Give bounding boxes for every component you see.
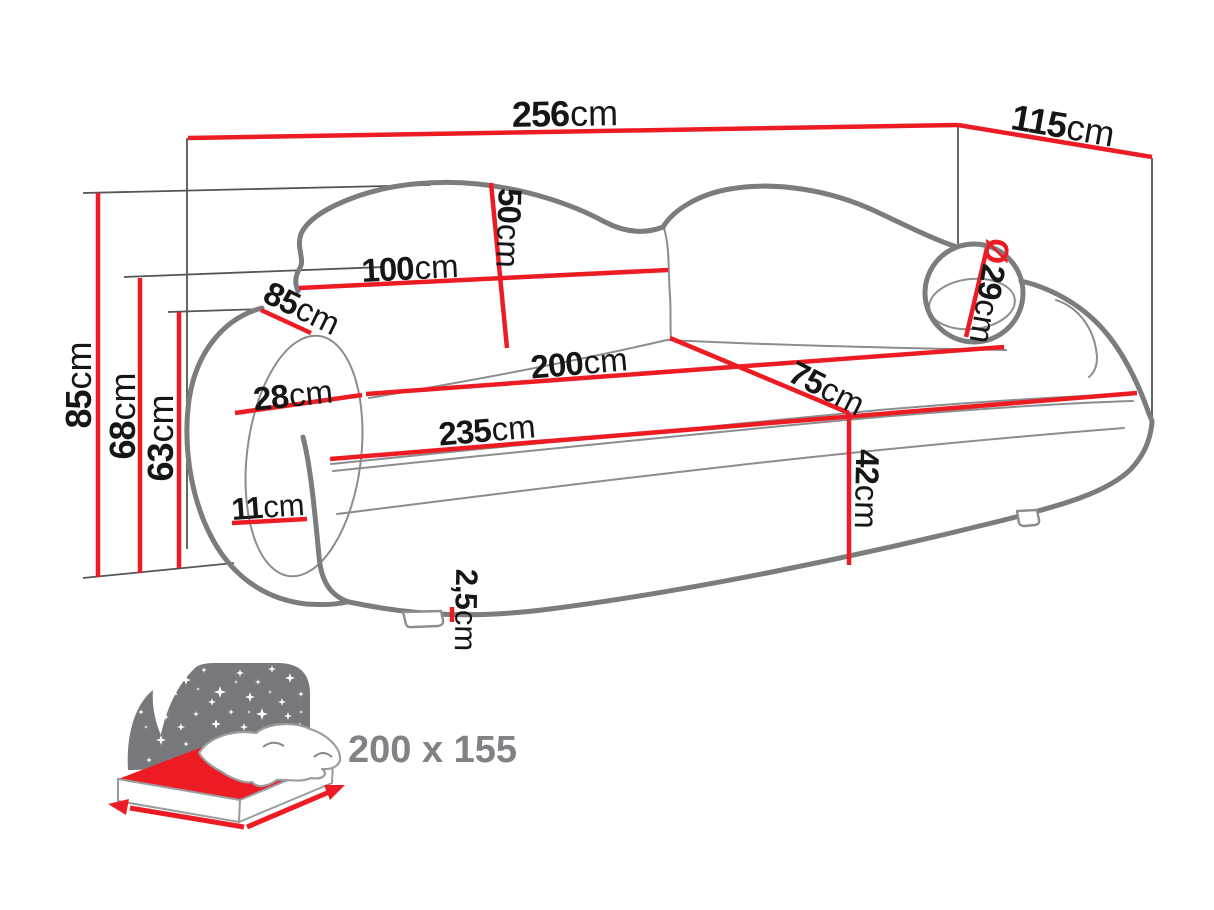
dim-back-cushion-width: 100cm	[360, 246, 460, 290]
line-29-diameter	[963, 247, 990, 338]
line-28	[234, 392, 363, 416]
duvet	[197, 723, 342, 788]
dim-armrest-height: 63cm	[140, 394, 181, 482]
dim-glide-height: 2,5cm	[447, 568, 485, 652]
dim-total-height: 85cm	[58, 341, 99, 429]
size-arrows	[108, 785, 345, 830]
dim-back-height: 68cm	[102, 372, 143, 460]
dim-seat-width: 200cm	[529, 340, 629, 386]
dim-armrest-band-width: 11cm	[230, 486, 306, 528]
sofa-outline	[184, 179, 1155, 618]
dim-armrest-width: 28cm	[251, 372, 335, 418]
line-200	[365, 344, 1005, 397]
sofa-feet	[401, 508, 1041, 629]
projection-lines	[82, 126, 1153, 579]
sleeping-area-size: 200 x 155	[348, 729, 518, 771]
line-85-armrest	[260, 307, 312, 336]
dim-total-width: 256cm	[511, 92, 619, 135]
line-100	[298, 267, 669, 291]
line-11	[231, 516, 308, 526]
line-115	[957, 122, 1153, 160]
dim-front-width: 235cm	[437, 407, 537, 453]
dimension-lines	[95, 122, 1153, 622]
line-256	[187, 122, 959, 141]
dim-back-cushion-height: 50cm	[489, 187, 529, 269]
bed-icon	[108, 663, 345, 830]
line-235	[329, 390, 1138, 462]
dim-seat-height: 42cm	[847, 448, 887, 530]
line-50	[488, 182, 510, 349]
line-75	[669, 335, 850, 416]
